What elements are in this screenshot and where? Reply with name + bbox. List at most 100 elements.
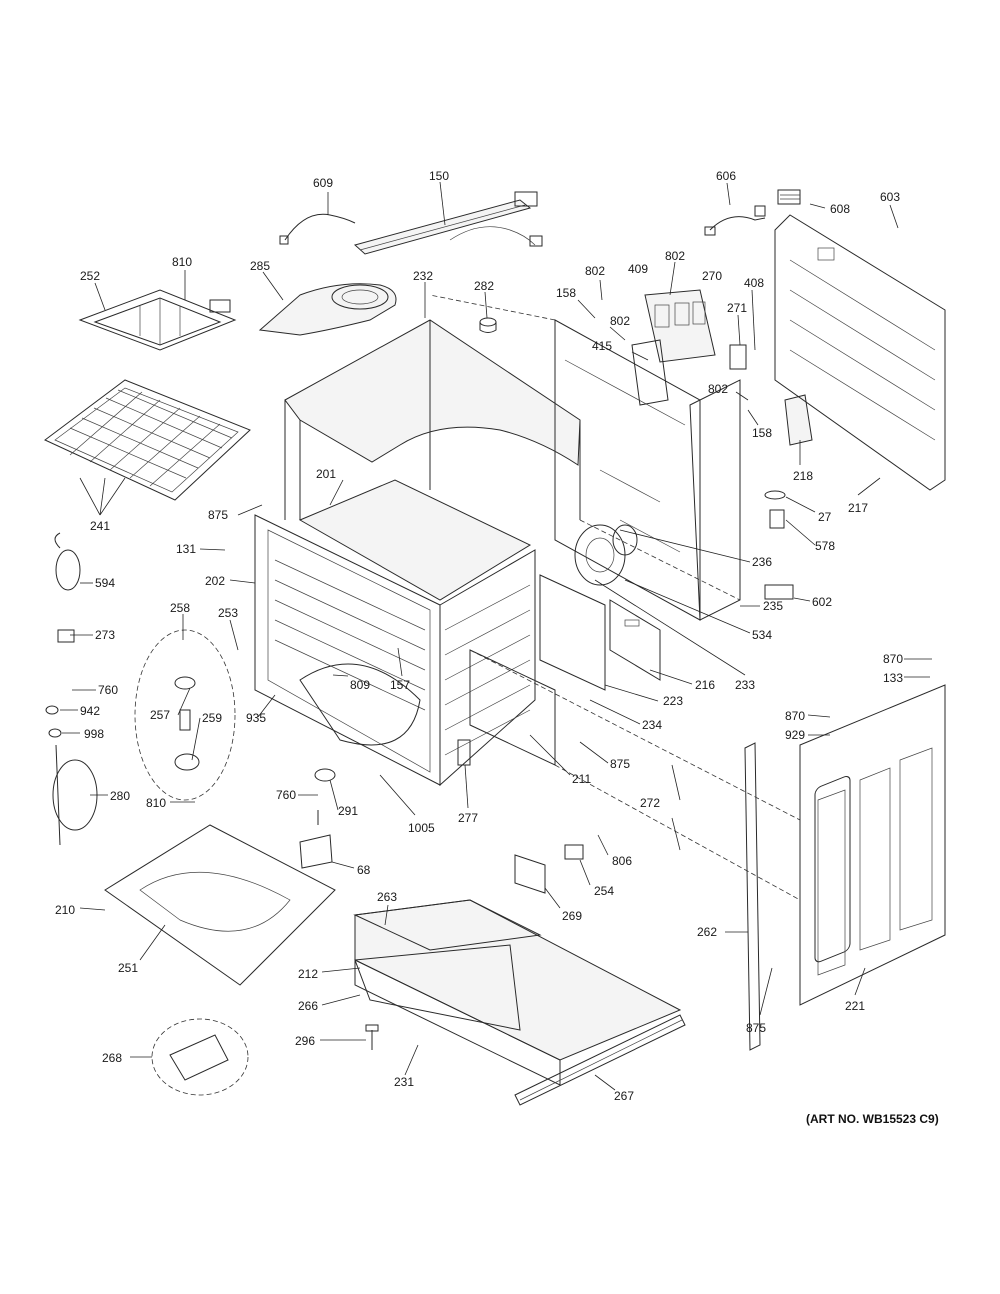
- callout-408: 408: [744, 276, 764, 290]
- callout-201: 201: [316, 467, 336, 481]
- part-218-cover-drawing: [784, 394, 813, 446]
- part-534-fan-drawing: [574, 524, 638, 586]
- callout-262: 262: [697, 925, 717, 939]
- art-number: (ART NO. WB15523 C9): [806, 1112, 939, 1126]
- part-602-bracket-drawing: [764, 584, 794, 600]
- callout-131: 131: [176, 542, 196, 556]
- callout-27: 27: [818, 510, 832, 524]
- construction-lines: [429, 294, 801, 901]
- part-217-rear-cover-drawing: [774, 214, 946, 491]
- callout-270: 270: [702, 269, 722, 283]
- callout-296: 296: [295, 1034, 315, 1048]
- callout-231: 231: [394, 1075, 414, 1089]
- callout-280: 280: [110, 789, 130, 803]
- callout-942: 942: [80, 704, 100, 718]
- callout-236: 236: [752, 555, 772, 569]
- callout-257: 257: [150, 708, 170, 722]
- part-254-bracket-drawing: [564, 844, 584, 860]
- part-269-plate-drawing: [514, 854, 546, 894]
- callout-875: 875: [610, 757, 630, 771]
- callout-253: 253: [218, 606, 238, 620]
- callout-211: 211: [572, 772, 591, 786]
- callout-606: 606: [716, 169, 736, 183]
- part-415-bracket-drawing: [631, 339, 669, 406]
- callout-875: 875: [746, 1021, 766, 1035]
- callout-271: 271: [727, 301, 747, 315]
- callout-608: 608: [830, 202, 850, 216]
- callout-291: 291: [338, 804, 358, 818]
- callout-216: 216: [695, 678, 715, 692]
- part-609-cable-drawing: [279, 213, 356, 245]
- callout-241: 241: [90, 519, 110, 533]
- callout-409: 409: [628, 262, 648, 276]
- callout-263: 263: [377, 890, 397, 904]
- callout-760: 760: [276, 788, 296, 802]
- callout-221: 221: [845, 999, 865, 1013]
- callout-603: 603: [880, 190, 900, 204]
- callout-273: 273: [95, 628, 115, 642]
- part-231-drawer-drawing: [353, 899, 682, 1086]
- part-271-relay-drawing: [729, 344, 747, 370]
- callout-810: 810: [146, 796, 166, 810]
- part-27-clip-drawing: [764, 490, 786, 500]
- part-291-cap-drawing: [314, 768, 336, 782]
- callout-935: 935: [246, 711, 266, 725]
- callout-602: 602: [812, 595, 832, 609]
- callout-223: 223: [663, 694, 683, 708]
- part-202-oven-cavity-drawing: [254, 514, 536, 787]
- callout-267: 267: [614, 1089, 634, 1103]
- callout-269: 269: [562, 909, 582, 923]
- part-201-top-panel-drawing: [298, 479, 532, 601]
- callout-802: 802: [610, 314, 630, 328]
- callout-875: 875: [208, 508, 228, 522]
- callout-802: 802: [665, 249, 685, 263]
- callout-802: 802: [708, 382, 728, 396]
- callout-254: 254: [594, 884, 614, 898]
- callout-158: 158: [556, 286, 576, 300]
- callout-534: 534: [752, 628, 772, 642]
- callout-labels: 609 150 606 608 603 252 810 285 232 282 …: [55, 169, 939, 1126]
- part-236-rear-panel-drawing: [554, 319, 741, 621]
- callout-760: 760: [98, 683, 118, 697]
- callout-277: 277: [458, 811, 478, 825]
- part-998-washer-drawing: [48, 728, 62, 738]
- part-251-bake-element-drawing: [104, 824, 336, 986]
- callout-210: 210: [55, 903, 75, 917]
- part-608-connector-drawing: [777, 189, 801, 205]
- part-68-receptacle-drawing: [299, 834, 333, 869]
- part-282-plug-drawing: [479, 317, 497, 333]
- callout-282: 282: [474, 279, 494, 293]
- callout-810: 810: [172, 255, 192, 269]
- callout-157: 157: [390, 678, 410, 692]
- callout-285: 285: [250, 259, 270, 273]
- part-262-trim-drawing: [744, 742, 761, 1051]
- part-578-cap-drawing: [769, 509, 785, 529]
- callout-578: 578: [815, 539, 835, 553]
- callout-594: 594: [95, 576, 115, 590]
- callout-266: 266: [298, 999, 318, 1013]
- callout-68: 68: [357, 863, 371, 877]
- callout-202: 202: [205, 574, 225, 588]
- callout-870: 870: [785, 709, 805, 723]
- callout-233: 233: [735, 678, 755, 692]
- part-223-insulation-drawing: [539, 574, 606, 691]
- callout-218: 218: [793, 469, 813, 483]
- part-258-assembly-drawing: [134, 629, 236, 801]
- callout-609: 609: [313, 176, 333, 190]
- part-594-sensor-drawing: [54, 532, 81, 591]
- part-606-harness-drawing: [704, 205, 766, 236]
- part-216-fan-cover-drawing: [609, 599, 661, 681]
- callout-809: 809: [350, 678, 370, 692]
- part-232-outer-wrapper-drawing: [284, 319, 581, 520]
- callout-259: 259: [202, 711, 222, 725]
- callout-234: 234: [642, 718, 662, 732]
- callout-251: 251: [118, 961, 138, 975]
- callout-133: 133: [883, 671, 903, 685]
- part-221-side-panel-drawing: [799, 684, 946, 1006]
- part-252-element-drawing: [78, 289, 237, 351]
- callout-217: 217: [848, 501, 868, 515]
- callout-272: 272: [640, 796, 660, 810]
- callout-252: 252: [80, 269, 100, 283]
- part-285-duct-drawing: [258, 283, 397, 336]
